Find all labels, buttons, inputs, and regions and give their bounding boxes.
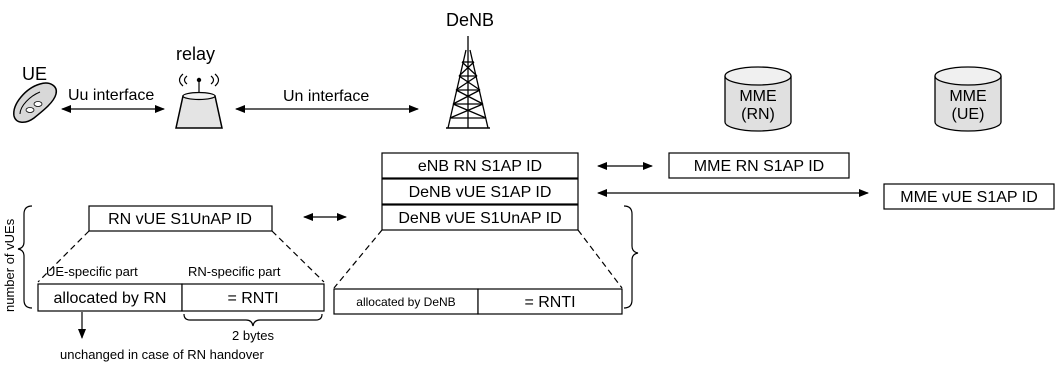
mme-rn-database-icon xyxy=(724,66,792,132)
rn-rnti-label: = RNTI xyxy=(227,290,278,307)
denb-rnti-box xyxy=(477,288,623,315)
mme-ue-label-line1: MME xyxy=(949,88,986,105)
allocated-by-rn-box xyxy=(37,283,183,312)
ue-specific-part-label: UE-specific part xyxy=(46,264,138,279)
denb-vue-s1ap-id-label: DeNB vUE S1AP ID xyxy=(409,184,552,201)
relay-icon xyxy=(175,73,223,129)
denb-expand-right-dash xyxy=(577,229,623,289)
rn-expand-right-dash xyxy=(271,230,325,283)
denb-vue-s1unap-id-label: DeNB vUE S1UnAP ID xyxy=(398,210,561,227)
denb-label: DeNB xyxy=(446,10,494,30)
antenna-tower-icon xyxy=(446,36,490,129)
denb-vue-s1ap-id-box xyxy=(381,178,579,205)
rn-specific-part-label: RN-specific part xyxy=(188,264,281,279)
un-interface-label: Un interface xyxy=(283,88,369,105)
rn-vue-s1unap-id-box xyxy=(88,205,273,232)
enb-rn-s1ap-id-label: eNB RN S1AP ID xyxy=(418,158,542,175)
phone-icon xyxy=(13,82,58,123)
mme-rn-label-line2: (RN) xyxy=(741,106,775,123)
two-bytes-brace xyxy=(183,313,323,327)
mme-ue-label-line2: (UE) xyxy=(952,106,985,123)
denb-expand-left-dash xyxy=(333,229,383,289)
left-brace xyxy=(17,205,33,309)
rn-vue-s1unap-id-label: RN vUE S1UnAP ID xyxy=(108,211,252,228)
denb-rnti-label: = RNTI xyxy=(524,294,575,311)
enb-rn-s1ap-id-box xyxy=(381,152,579,179)
denb-vue-s1unap-id-box xyxy=(381,204,579,231)
handover-note: unchanged in case of RN handover xyxy=(60,347,264,362)
two-bytes-label: 2 bytes xyxy=(232,328,274,343)
mme-vue-s1ap-id-box xyxy=(883,183,1055,210)
allocated-by-denb-box xyxy=(333,288,479,315)
number-of-vues-label: number of vUEs xyxy=(2,218,17,312)
mme-rn-s1ap-id-box xyxy=(668,152,850,179)
mme-rn-s1ap-id-label: MME RN S1AP ID xyxy=(694,158,824,175)
mme-vue-s1ap-id-label: MME vUE S1AP ID xyxy=(900,189,1038,206)
mme-rn-label-line1: MME xyxy=(739,88,776,105)
uu-interface-label: Uu interface xyxy=(68,87,154,104)
right-brace xyxy=(623,205,639,309)
relay-label: relay xyxy=(176,44,215,64)
rn-expand-left-dash xyxy=(37,230,90,283)
allocated-by-rn-label: allocated by RN xyxy=(54,290,167,307)
allocated-by-denb-label: allocated by DeNB xyxy=(356,295,455,309)
rn-rnti-box xyxy=(181,283,325,312)
mme-ue-database-icon xyxy=(934,66,1002,132)
ue-label: UE xyxy=(22,64,47,84)
